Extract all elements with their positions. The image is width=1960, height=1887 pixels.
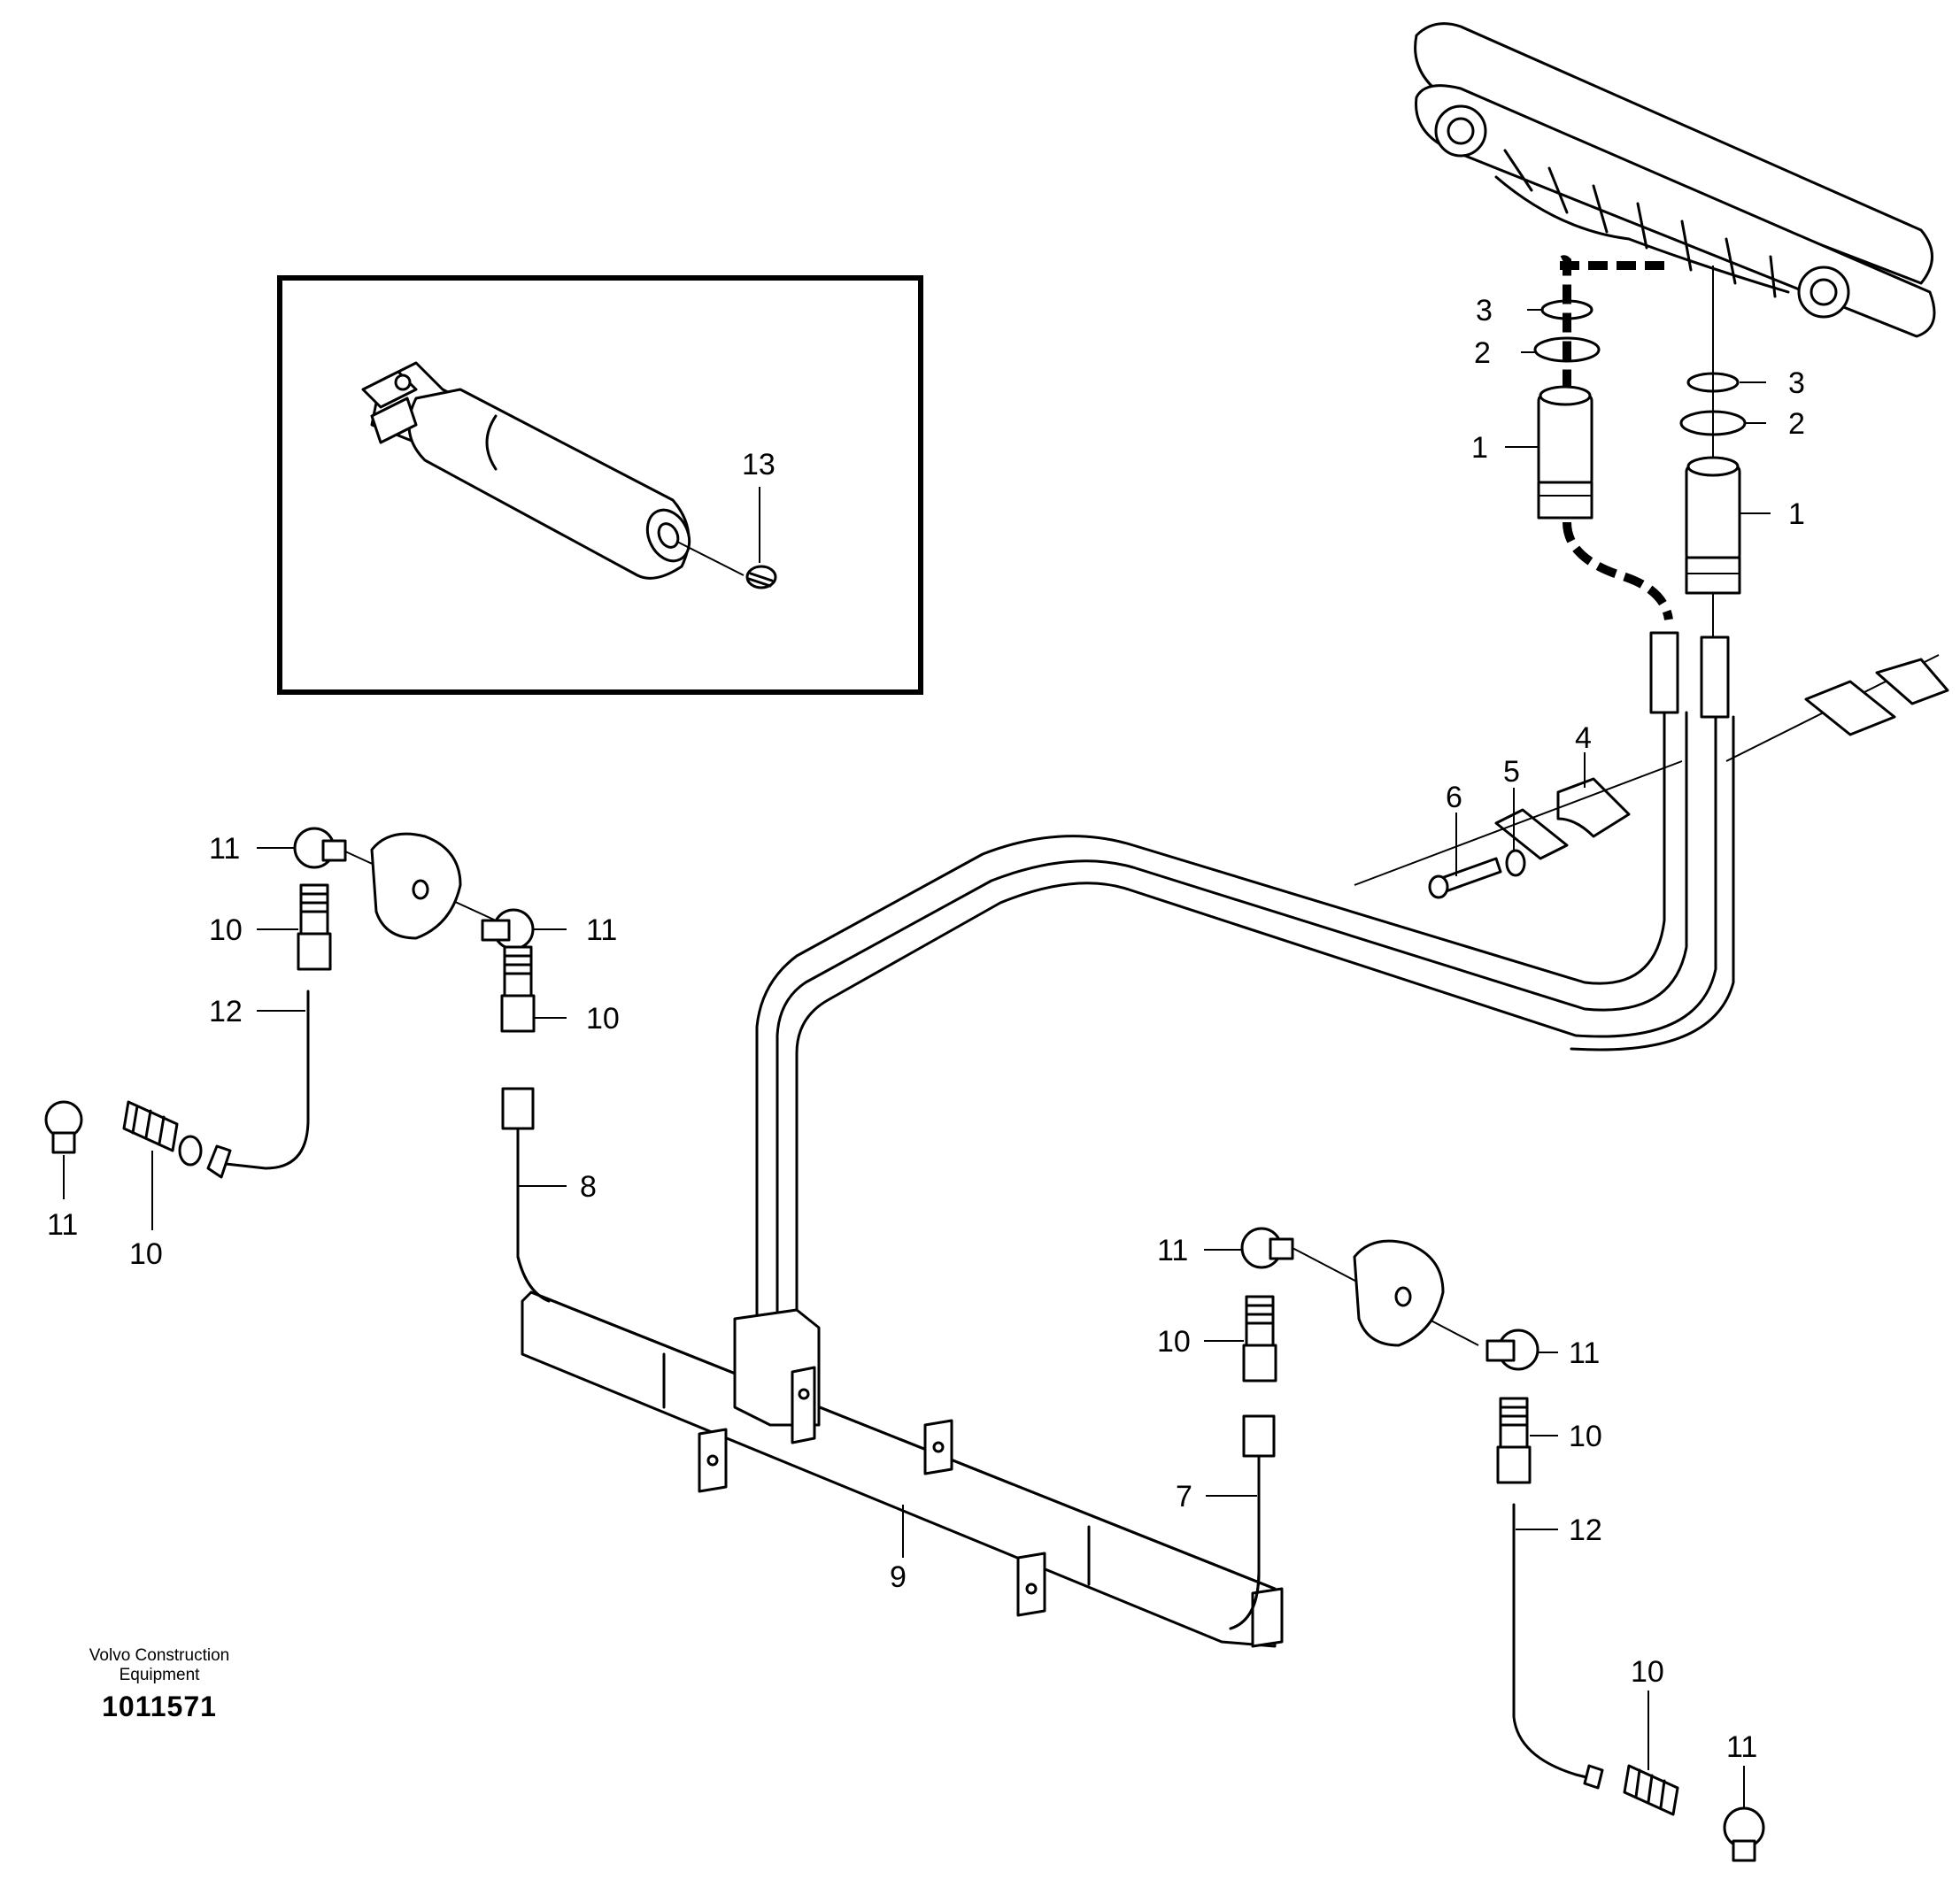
- callout-2-left: 2: [1474, 336, 1491, 370]
- hose-end-8: [501, 1087, 535, 1130]
- manifold: [1414, 22, 1936, 338]
- callout-12-a: 12: [209, 995, 243, 1028]
- callout-1-right: 1: [1788, 497, 1805, 531]
- inset-detail: [277, 275, 923, 695]
- callout-2-right: 2: [1788, 407, 1805, 441]
- connector-1-left: [1537, 385, 1593, 520]
- callout-8: 8: [580, 1170, 597, 1204]
- clamp-half: [1494, 808, 1569, 860]
- adapter-10-c: [1245, 1295, 1275, 1347]
- adapter-10-b: [503, 945, 533, 997]
- callout-11-b: 11: [586, 913, 617, 947]
- connector-1-right: [1685, 456, 1741, 595]
- callout-5: 5: [1503, 755, 1520, 789]
- callout-10-a: 10: [209, 913, 243, 947]
- clamp-far-2: [1875, 658, 1949, 705]
- clamp-half-4: [1556, 777, 1631, 838]
- ring-2-right: [1679, 410, 1747, 436]
- cylinder-part: [361, 361, 691, 580]
- callout-1-left: 1: [1471, 431, 1488, 465]
- clamp-far-1: [1804, 680, 1896, 736]
- hose-end-7: [1242, 1414, 1276, 1458]
- leader-lines: [63, 309, 1771, 1808]
- callout-10-d: 10: [1157, 1325, 1191, 1359]
- main-hose-loop: [755, 631, 1940, 1329]
- callout-11-a: 11: [209, 832, 240, 866]
- callout-10-b: 10: [586, 1002, 620, 1036]
- callout-12-b: 12: [1569, 1513, 1602, 1547]
- callout-10-e: 10: [1569, 1420, 1602, 1453]
- right-feed-assembly: [1679, 266, 1747, 637]
- left-fitting-group: [206, 827, 551, 1303]
- ring-2-left: [1533, 336, 1601, 363]
- callout-11-e: 11: [1569, 1336, 1600, 1370]
- part-13-plug: [745, 565, 777, 589]
- manufacturer-line-1: Volvo Construction: [89, 1646, 230, 1665]
- manufacturer-line-2: Equipment: [119, 1666, 200, 1684]
- callout-3-right: 3: [1788, 366, 1805, 400]
- washer-5: [1505, 849, 1526, 877]
- callout-11-d: 11: [1157, 1234, 1188, 1267]
- callout-6: 6: [1446, 781, 1462, 814]
- callout-11-c: 11: [47, 1208, 78, 1242]
- bracket-beam: [521, 1290, 1284, 1648]
- callout-11-f: 11: [1726, 1730, 1757, 1764]
- adapter-10-a: [299, 883, 329, 936]
- drawing-number: 1011571: [102, 1691, 217, 1722]
- callout-10-f: 10: [1631, 1655, 1664, 1689]
- left-feed-assembly: [1533, 255, 1673, 620]
- callout-9: 9: [890, 1560, 907, 1594]
- adapter-10-d: [1499, 1397, 1529, 1449]
- callout-labels: 3 2 1 3 2 1 4 5 6 13 11 10 12 11 10 8 11…: [47, 294, 1805, 1764]
- ring-3-right: [1686, 372, 1740, 393]
- far-left-fittings: [44, 1100, 203, 1167]
- callout-4: 4: [1575, 721, 1592, 755]
- callout-10-c: 10: [129, 1237, 163, 1271]
- callout-13: 13: [742, 448, 776, 481]
- right-fitting-group: [1229, 1227, 1765, 1862]
- callout-7: 7: [1176, 1480, 1192, 1513]
- callout-3-left: 3: [1476, 294, 1493, 327]
